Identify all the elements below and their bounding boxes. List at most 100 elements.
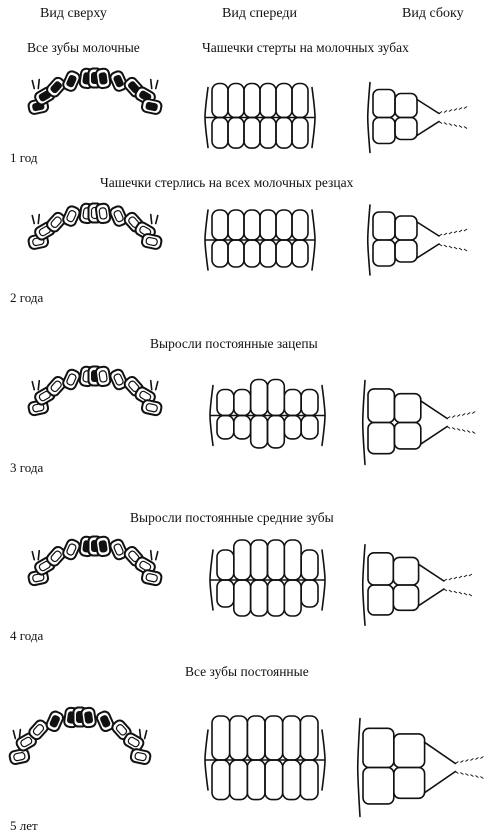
caption-stage-3: Выросли постоянные зацепы [150, 336, 318, 352]
tooth-outline [62, 368, 82, 391]
tooth-outline [95, 203, 111, 224]
lip-outline [425, 742, 456, 792]
upper-tooth-a [368, 389, 394, 423]
lower-incisor-2 [234, 580, 251, 616]
lower-incisor-6 [300, 760, 318, 800]
tooth-4 [62, 70, 82, 93]
arch-end-right [151, 80, 158, 89]
caption-all-milk: Все зубы молочные [27, 40, 140, 56]
lower-incisor-1 [212, 118, 228, 149]
jaw-outline [363, 381, 365, 465]
caption-stage-5: Все зубы постоянные [185, 664, 309, 680]
upper-incisor-6 [292, 84, 308, 118]
arch-end-left [32, 551, 39, 560]
lower-incisor-3 [244, 240, 260, 267]
lip-outline [419, 564, 444, 605]
lower-incisor-5 [276, 240, 292, 267]
side-view-drawing-4 [360, 535, 475, 635]
front-view-drawing-2 [200, 200, 320, 280]
lower-tooth-a [373, 118, 395, 144]
front-view-drawing-5 [200, 700, 330, 820]
tooth-outline [62, 538, 82, 561]
upper-incisor-4 [260, 210, 276, 240]
upper-incisor-4 [268, 540, 285, 580]
upper-tooth-a [373, 212, 395, 240]
arch-end-left [13, 730, 20, 739]
lower-incisor-2 [228, 240, 244, 267]
tooth-4 [45, 710, 65, 733]
lower-incisor-1 [212, 760, 230, 800]
lower-tooth-b [393, 585, 418, 610]
tooth-12 [141, 98, 162, 115]
tooth-8 [95, 203, 111, 224]
top-view-drawing-2 [20, 195, 170, 290]
upper-incisor-6 [301, 390, 318, 416]
tooth-8 [95, 68, 111, 89]
lower-incisor-2 [228, 118, 244, 149]
arch-end-left [32, 381, 39, 390]
upper-tooth-b [394, 394, 420, 423]
arch-end-left [32, 215, 39, 224]
lower-incisor-4 [260, 240, 276, 267]
lip-hairs [444, 574, 472, 596]
top-view-drawing-4 [20, 530, 170, 630]
lip-hairs [439, 229, 467, 251]
lower-tooth-b [394, 423, 420, 449]
lower-incisor-6 [292, 240, 308, 267]
tooth-12 [141, 399, 162, 416]
top-view-drawing-1 [20, 60, 170, 155]
lip-outline [417, 222, 439, 258]
upper-incisor-1 [212, 210, 228, 240]
upper-tooth-b [395, 94, 417, 118]
upper-incisor-2 [228, 210, 244, 240]
side-view-drawing-2 [365, 200, 475, 280]
tooth-4 [62, 205, 82, 228]
tooth-outline [141, 399, 162, 416]
lower-incisor-5 [276, 118, 292, 149]
lower-incisor-6 [301, 580, 318, 607]
upper-incisor-4 [260, 84, 276, 118]
upper-tooth-b [395, 216, 417, 240]
lower-tooth-a [363, 768, 394, 804]
upper-incisor-3 [251, 540, 268, 580]
lower-incisor-1 [212, 240, 228, 267]
arch-end-right [140, 730, 147, 739]
lower-incisor-6 [292, 118, 308, 149]
jaw-outline [363, 545, 365, 626]
upper-incisor-3 [244, 210, 260, 240]
upper-incisor-6 [292, 210, 308, 240]
lower-incisor-5 [283, 760, 301, 800]
lower-incisor-4 [268, 580, 285, 616]
tooth-12 [130, 748, 151, 765]
front-view-drawing-3 [205, 368, 330, 463]
tooth-outline [9, 748, 30, 765]
tooth-4 [62, 368, 82, 391]
lower-incisor-5 [284, 416, 301, 439]
lower-incisor-2 [234, 416, 251, 439]
header-top-view: Вид сверху [40, 6, 107, 22]
lip-hairs [455, 757, 483, 779]
header-front-view: Вид спереди [222, 6, 297, 22]
lip-hairs [439, 107, 467, 129]
top-view-drawing-5 [0, 695, 160, 820]
upper-incisor-3 [251, 380, 268, 416]
lower-incisor-4 [260, 118, 276, 149]
lower-tooth-b [395, 118, 417, 140]
upper-incisor-5 [284, 540, 301, 580]
lower-incisor-3 [244, 118, 260, 149]
upper-incisor-6 [300, 716, 318, 760]
upper-tooth-a [363, 728, 394, 767]
upper-tooth-a [368, 553, 393, 585]
side-view-drawing-3 [360, 375, 490, 470]
upper-incisor-2 [234, 390, 251, 416]
lower-incisor-4 [265, 760, 283, 800]
arch-end-left [32, 80, 39, 89]
upper-incisor-5 [276, 84, 292, 118]
upper-incisor-1 [217, 550, 234, 580]
lower-tooth-a [373, 240, 395, 266]
side-view-drawing-5 [355, 705, 490, 830]
upper-incisor-1 [212, 84, 228, 118]
upper-incisor-6 [301, 550, 318, 580]
lower-tooth-b [394, 768, 425, 799]
tooth-outline [130, 748, 151, 765]
